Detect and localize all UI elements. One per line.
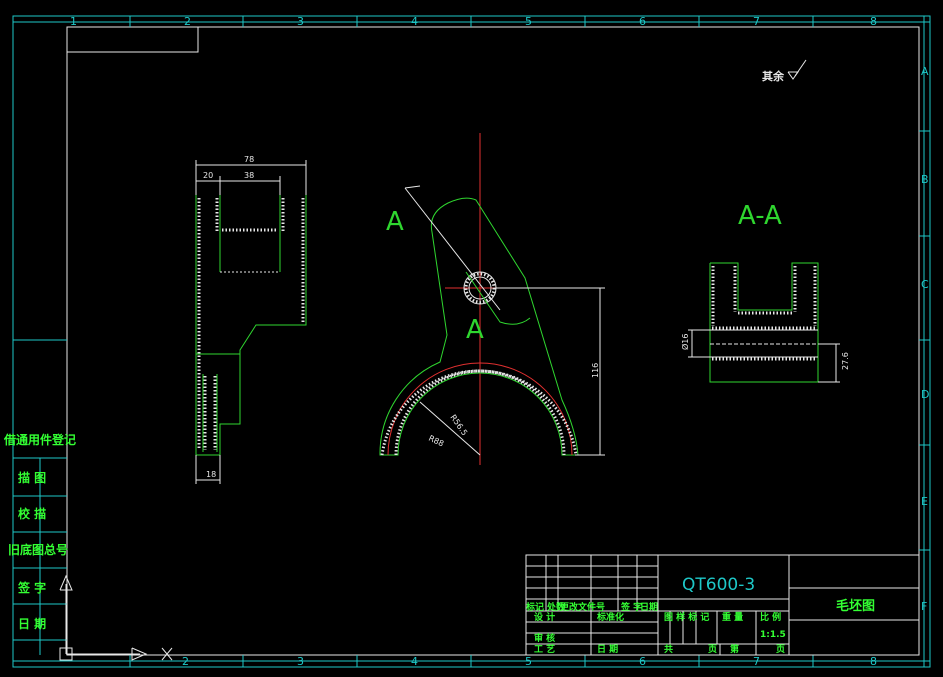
zone-col-6: 6 — [639, 15, 646, 28]
ucs-icon — [59, 574, 173, 661]
scale-label: 比 例 — [760, 611, 781, 623]
rev-doc: 更改文件号 — [560, 601, 605, 613]
part-name: 毛坯图 — [836, 598, 875, 614]
zone-row-d: D — [921, 388, 929, 401]
total-label: 共 — [664, 643, 673, 655]
zone-col-1: 1 — [70, 15, 77, 28]
left-label-0: 借通用件登记 — [3, 432, 76, 447]
dim-bottom: 18 — [206, 470, 216, 479]
zone-row-a: A — [921, 65, 929, 78]
left-label-1: 描 图 — [18, 470, 46, 485]
zone-col-6-bottom: 6 — [639, 655, 646, 668]
section-view-title: A-A — [738, 201, 782, 231]
material: QT600-3 — [682, 575, 755, 595]
dim-offset: 27.6 — [841, 352, 850, 370]
zone-col-2-bottom: 2 — [182, 655, 189, 668]
page-label-1: 页 — [708, 644, 717, 655]
dim-r-inner: R56.5 — [448, 413, 469, 437]
roughness-symbol: 其余 — [762, 59, 807, 83]
zone-col-5-bottom: 5 — [525, 655, 532, 668]
standardize-label: 标准化 — [596, 611, 624, 623]
zone-col-5: 5 — [525, 15, 532, 28]
roughness-label: 其余 — [762, 69, 785, 83]
dim-overall-width: 78 — [244, 155, 254, 164]
side-view: 78 20 38 18 — [195, 155, 307, 484]
zone-col-4: 4 — [411, 15, 418, 28]
section-mark-top: A — [386, 207, 404, 237]
page-label-2: 页 — [776, 644, 785, 655]
zone-row-e: E — [921, 495, 928, 508]
scale-value: 1:1.5 — [760, 630, 786, 640]
review-label: 审 核 — [534, 632, 555, 644]
zone-col-7-bottom: 7 — [753, 655, 760, 668]
zone-col-8: 8 — [870, 15, 877, 28]
left-label-5: 日 期 — [18, 616, 46, 631]
title-block: QT600-3 毛坯图 标记 处数 更改文件号 签 字 日期 设 计 标准化 审… — [525, 554, 920, 656]
sheet-label: 第 — [730, 643, 739, 655]
weight-label: 重 量 — [722, 611, 743, 623]
left-panel: 借通用件登记 描 图 校 描 旧底图总号 签 字 日 期 — [3, 432, 76, 655]
design-label: 设 计 — [534, 611, 555, 623]
zone-labels: 1 2 3 4 5 6 7 8 2 3 4 5 6 7 8 A B C D E … — [70, 15, 929, 668]
left-label-2: 校 描 — [18, 506, 46, 521]
rev-sign: 签 字 — [620, 601, 642, 613]
zone-col-4-bottom: 4 — [411, 655, 418, 668]
rev-count: 处数 — [546, 601, 566, 613]
zone-row-c: C — [921, 278, 929, 291]
rev-mark: 标记 — [525, 601, 544, 613]
process-label: 工 艺 — [534, 643, 555, 655]
rev-date: 日期 — [640, 601, 658, 613]
zone-row-b: B — [921, 173, 929, 186]
front-view: A A R88 R56.5 116 — [379, 133, 605, 465]
zone-row-f: F — [921, 600, 927, 613]
left-label-3: 旧底图总号 — [8, 542, 68, 557]
zone-col-8-bottom: 8 — [870, 655, 877, 668]
date-label: 日 期 — [597, 643, 618, 655]
section-view: A-A Ø16 27.6 — [680, 201, 850, 383]
dim-height: 116 — [591, 363, 600, 378]
zone-col-7: 7 — [753, 15, 760, 28]
dim-left: 20 — [203, 171, 213, 180]
left-label-4: 签 字 — [17, 580, 46, 595]
dim-hole: Ø16 — [680, 334, 690, 350]
zone-col-2: 2 — [184, 15, 191, 28]
dim-slot: 38 — [244, 171, 254, 180]
sheet-border — [12, 15, 931, 668]
zone-col-3: 3 — [297, 15, 304, 28]
dim-r-outer: R88 — [427, 434, 445, 449]
zone-col-3-bottom: 3 — [297, 655, 304, 668]
section-mark-bottom: A — [466, 315, 484, 345]
stage-label: 图 样 标 记 — [664, 611, 709, 623]
